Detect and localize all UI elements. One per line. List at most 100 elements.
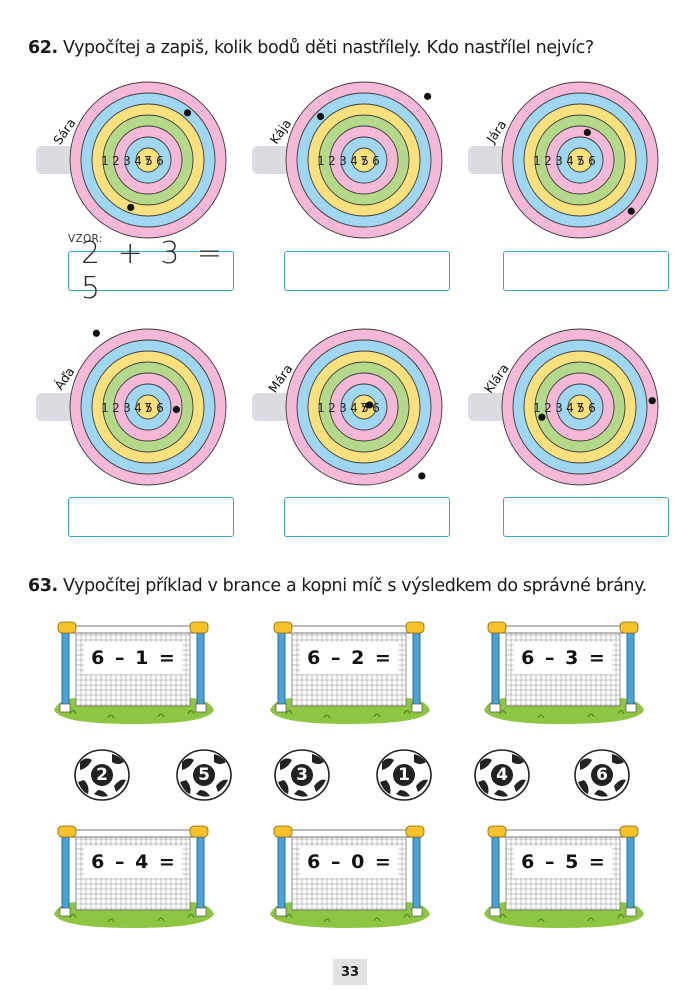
ball-patch bbox=[112, 754, 124, 764]
ball-patch bbox=[414, 754, 426, 764]
goal-equation: 6 – 4 = bbox=[84, 846, 182, 878]
goal-post bbox=[196, 831, 205, 915]
ring-number: 7 bbox=[360, 401, 368, 415]
soccer-ball-icon bbox=[274, 749, 330, 801]
goal-equation: 6 – 2 = bbox=[300, 642, 398, 674]
goal-corner bbox=[619, 825, 639, 838]
soccer-ball-icon bbox=[474, 749, 530, 801]
goal-post bbox=[412, 627, 421, 711]
goal-crossbar bbox=[491, 829, 635, 838]
soccer-ball-icon bbox=[176, 749, 232, 801]
ball-patch bbox=[480, 758, 492, 770]
goal-corner bbox=[487, 621, 507, 634]
ring-number: 7 bbox=[576, 401, 584, 415]
soccer-ball[interactable]: 5 bbox=[174, 748, 234, 802]
ball-patch bbox=[478, 780, 489, 794]
answer-box[interactable] bbox=[503, 251, 669, 291]
ball-patch bbox=[594, 790, 608, 797]
soccer-ball[interactable]: 4 bbox=[472, 748, 532, 802]
soccer-goal[interactable]: 6 – 1 = bbox=[48, 618, 218, 726]
goal-foot bbox=[59, 907, 71, 917]
hit-dot bbox=[172, 405, 180, 414]
hit-dot bbox=[366, 401, 374, 409]
goal-foot bbox=[625, 703, 637, 713]
ring-number: 2 bbox=[328, 401, 336, 415]
soccer-ball[interactable]: 3 bbox=[272, 748, 332, 802]
target-ring bbox=[351, 394, 377, 420]
goal-corner bbox=[57, 621, 77, 634]
answer-box[interactable] bbox=[284, 497, 450, 537]
ball-patch bbox=[314, 779, 326, 792]
ball-patch bbox=[396, 790, 410, 797]
goal-equation: 6 – 5 = bbox=[514, 846, 612, 878]
goal-post bbox=[412, 831, 421, 915]
answer-box[interactable] bbox=[68, 497, 234, 537]
soccer-ball-icon bbox=[574, 749, 630, 801]
target-ring bbox=[135, 147, 161, 173]
ball-patch bbox=[580, 758, 592, 770]
ball-patch bbox=[514, 779, 526, 792]
answer-box[interactable] bbox=[503, 497, 669, 537]
ring-number: 5 bbox=[577, 154, 585, 168]
ring-number: 3 bbox=[123, 401, 131, 415]
ring-number: 4 bbox=[566, 154, 574, 168]
ball-center-patch bbox=[591, 764, 613, 786]
exercise-62-instruction: Vypočítej a zapiš, kolik bodů děti nastř… bbox=[62, 38, 594, 58]
target-ring bbox=[351, 147, 377, 173]
ball-patch bbox=[614, 779, 626, 792]
hit-dot bbox=[648, 397, 656, 405]
grass-tufts bbox=[499, 709, 625, 719]
ball-patch bbox=[612, 754, 624, 764]
soccer-ball-icon bbox=[74, 749, 130, 801]
exercise-62-number: 62. bbox=[28, 38, 58, 58]
ring-number: 4 bbox=[134, 154, 142, 168]
soccer-goal[interactable]: 6 – 0 = bbox=[264, 822, 434, 930]
hit-dot bbox=[127, 203, 135, 212]
goal-foot bbox=[195, 907, 207, 917]
ring-number: 7 bbox=[576, 154, 584, 168]
target-ring bbox=[135, 394, 161, 420]
ring-number: 7 bbox=[144, 154, 152, 168]
goal-post bbox=[277, 831, 286, 915]
goal-post bbox=[277, 627, 286, 711]
soccer-goal[interactable]: 6 – 4 = bbox=[48, 822, 218, 930]
soccer-ball-icon bbox=[376, 749, 432, 801]
soccer-goal[interactable]: 6 – 5 = bbox=[478, 822, 648, 930]
goal-corner bbox=[487, 825, 507, 838]
ball-patch bbox=[196, 790, 210, 797]
soccer-ball[interactable]: 2 bbox=[72, 748, 132, 802]
ring-number: 4 bbox=[350, 154, 358, 168]
soccer-ball[interactable]: 1 bbox=[374, 748, 434, 802]
soccer-ball[interactable]: 6 bbox=[572, 748, 632, 802]
ball-patch bbox=[214, 754, 226, 764]
ball-patch bbox=[382, 758, 394, 770]
ball-patch bbox=[182, 758, 194, 770]
ring-number: 7 bbox=[144, 401, 152, 415]
ball-center-patch bbox=[291, 764, 313, 786]
answer-box[interactable] bbox=[284, 251, 450, 291]
ring-number: 2 bbox=[112, 401, 120, 415]
grass-tufts bbox=[285, 709, 411, 719]
ring-number: 3 bbox=[555, 154, 563, 168]
goal-post bbox=[626, 627, 635, 711]
ring-number: 6 bbox=[588, 401, 596, 415]
goal-corner bbox=[405, 825, 425, 838]
goal-foot bbox=[489, 907, 501, 917]
exercise-62-heading: 62. Vypočítej a zapiš, kolik bodů děti n… bbox=[28, 38, 594, 58]
goal-corner bbox=[273, 825, 293, 838]
goal-corner bbox=[619, 621, 639, 634]
soccer-goal[interactable]: 6 – 2 = bbox=[264, 618, 434, 726]
ring-number: 1 bbox=[533, 401, 541, 415]
ball-patch bbox=[280, 758, 292, 770]
goal-crossbar bbox=[61, 829, 205, 838]
goal-equation: 6 – 1 = bbox=[84, 642, 182, 674]
soccer-goal[interactable]: 6 – 3 = bbox=[478, 618, 648, 726]
